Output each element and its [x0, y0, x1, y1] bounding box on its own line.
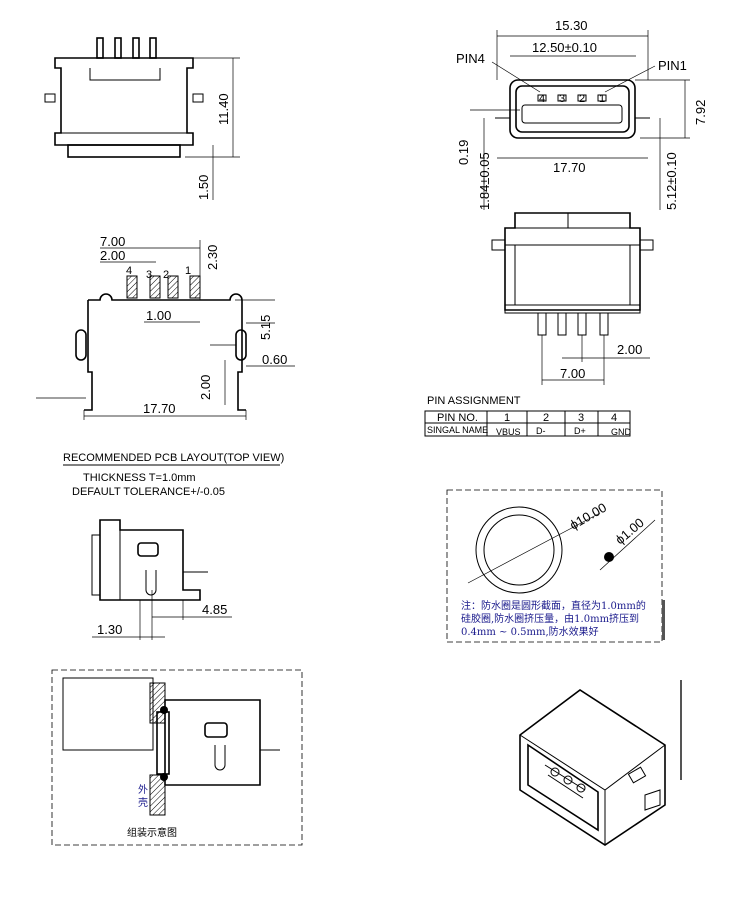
pcb-dim-2-00: 2.00 [100, 248, 125, 263]
pin-header-label: PIN NO. [437, 412, 478, 424]
pcb-layout-title: RECOMMENDED PCB LAYOUT(TOP VIEW) [63, 452, 284, 464]
dim-0-19: 0.19 [456, 140, 471, 165]
pcb-dim-1-00: 1.00 [146, 308, 171, 323]
pcb-dim-5-15: 5.15 [258, 315, 273, 340]
dim-11-40: 11.40 [216, 93, 231, 125]
pin-number-1: 1 [599, 93, 605, 105]
pin-header-4: 4 [611, 412, 617, 424]
pcb-dim-2-00b: 2.00 [198, 375, 213, 400]
pin1-label: PIN1 [658, 58, 687, 73]
pin-header-3: 3 [578, 412, 584, 424]
pcb-thickness: THICKNESS T=1.0mm [83, 472, 196, 484]
mount-view: 4.85 1.30 [91, 519, 232, 640]
oring-note-1: 注：防水圈是圆形截面，直径为1.0mm的 [461, 599, 646, 612]
pcb-pin-4: 4 [126, 265, 132, 277]
pin-header-2: 2 [543, 412, 549, 424]
oring-dim-outer: ϕ10.00 [567, 500, 609, 533]
dim-12-50: 12.50±0.10 [532, 40, 597, 55]
dim-7-00: 7.00 [560, 366, 585, 381]
pcb-pin-3: 3 [146, 269, 152, 281]
shell-label-2: 壳 [138, 796, 148, 809]
oring-detail: ϕ10.00 ϕ1.00 注：防水圈是圆形截面，直径为1.0mm的 硅胶圈,防水… [446, 489, 682, 780]
pcb-layout: 7.00 2.00 2.30 4 3 2 1 1.00 5.15 0.60 2.… [36, 234, 295, 498]
pcb-pin-1: 1 [185, 265, 191, 277]
dim-17-70: 17.70 [553, 160, 586, 175]
connector-3d-view [519, 689, 666, 846]
dim-5-12: 5.12±0.10 [664, 152, 679, 210]
signal-3: D+ [574, 426, 586, 436]
signal-1: VBUS [496, 427, 521, 437]
oring-note-2: 硅胶圈,防水圈挤压量，由1.0mm挤压到 [461, 612, 639, 625]
pcb-dim-17-70: 17.70 [143, 401, 176, 416]
oring-note-3: 0.4mm ~ 0.5mm,防水效果好 [461, 625, 599, 638]
pin-number-4: 4 [539, 93, 545, 105]
front-view: 15.30 12.50±0.10 PIN4 PIN1 4 3 2 1 7.92 … [456, 18, 708, 210]
bottom-view: 2.00 7.00 [491, 212, 654, 385]
pin-number-2: 2 [579, 93, 585, 105]
dim-7-92: 7.92 [693, 100, 708, 125]
dim-2-00: 2.00 [617, 342, 642, 357]
oring-dim-cord: ϕ1.00 [612, 515, 647, 547]
pin-number-3: 3 [559, 93, 565, 105]
pin-assignment-title: PIN ASSIGNMENT [427, 395, 521, 407]
mount-dim-4-85: 4.85 [202, 602, 227, 617]
mount-dim-1-30: 1.30 [97, 622, 122, 637]
signal-4: GND [611, 427, 632, 437]
dim-1-50: 1.50 [196, 175, 211, 200]
shell-label-1: 外 [138, 784, 148, 796]
signal-2: D- [536, 426, 546, 436]
pcb-tolerance: DEFAULT TOLERANCE+/-0.05 [72, 486, 225, 498]
oring-cord-section [604, 552, 614, 562]
pin4-label: PIN4 [456, 51, 485, 66]
assembly-view: 外 壳 组装示意图 [51, 669, 303, 846]
pcb-pin-2: 2 [163, 269, 169, 281]
signal-row-label: SINGAL NAME [427, 425, 488, 435]
pcb-dim-7-00: 7.00 [100, 234, 125, 249]
pcb-dim-2-30: 2.30 [205, 245, 220, 270]
pin-assignment: PIN ASSIGNMENT PIN NO. 1 2 3 4 SINGAL NA… [424, 395, 632, 437]
pcb-dim-0-60: 0.60 [262, 352, 287, 367]
side-view: 11.40 1.50 [44, 37, 240, 200]
dim-1-84: 1.84±0.05 [477, 152, 492, 210]
dim-15-30: 15.30 [555, 18, 588, 33]
pin-header-1: 1 [504, 412, 510, 424]
assembly-caption: 组装示意图 [127, 826, 177, 839]
